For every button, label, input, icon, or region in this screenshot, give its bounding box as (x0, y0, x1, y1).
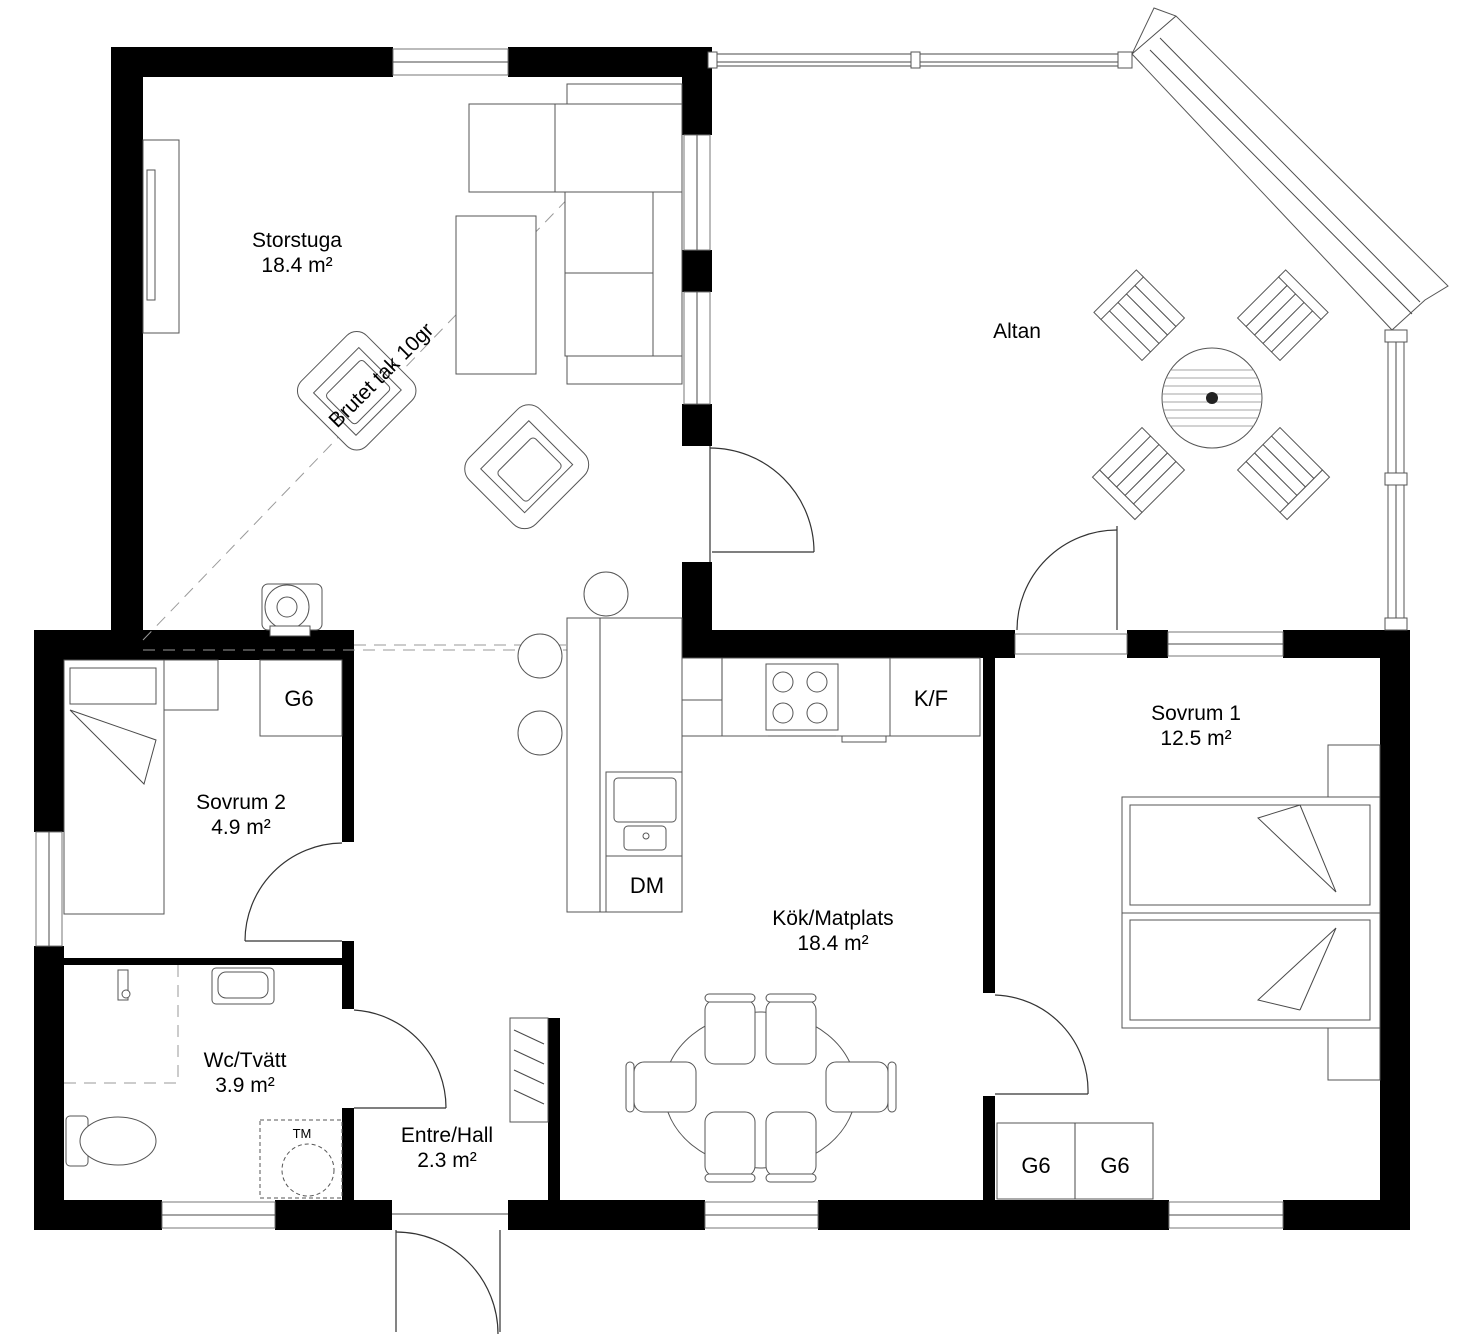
storstuga-area: 18.4 m² (261, 254, 332, 277)
entre-name: Entre/Hall (401, 1124, 493, 1147)
windows (35, 48, 1284, 1229)
walls (34, 47, 1410, 1230)
sovrum2-area: 4.9 m² (211, 816, 271, 839)
kitchen-fixtures (509, 617, 981, 1183)
deck-furniture (1091, 269, 1331, 521)
fridge-freezer-label: K/F (914, 686, 948, 711)
entre-area: 2.3 m² (417, 1149, 477, 1172)
bedroom2-furniture (63, 659, 343, 915)
kok-name: Kök/Matplats (772, 907, 893, 930)
sovrum2-name: Sovrum 2 (196, 791, 286, 814)
living-room-furniture (142, 83, 683, 756)
washer-label: TM (293, 1126, 312, 1141)
bathroom-fixtures (64, 965, 343, 1199)
kok-area: 18.4 m² (797, 932, 868, 955)
sovrum1-area: 12.5 m² (1160, 727, 1231, 750)
bedroom1-furniture (996, 744, 1381, 1200)
sovrum1-name: Sovrum 1 (1151, 702, 1241, 725)
wc-name: Wc/Tvätt (204, 1049, 287, 1072)
deck-railing (707, 7, 1449, 631)
wardrobe-label-sovrum1-a: G6 (1021, 1153, 1050, 1178)
doors (244, 446, 1118, 1335)
wardrobe-label-sovrum2: G6 (284, 686, 313, 711)
storstuga-name: Storstuga (252, 229, 342, 252)
altan-name: Altan (993, 320, 1041, 343)
wc-area: 3.9 m² (215, 1074, 275, 1097)
fixture-labels: G6 K/F DM G6 G6 TM (284, 686, 1129, 1178)
wardrobe-label-sovrum1-b: G6 (1100, 1153, 1129, 1178)
dishwasher-label: DM (630, 873, 664, 898)
